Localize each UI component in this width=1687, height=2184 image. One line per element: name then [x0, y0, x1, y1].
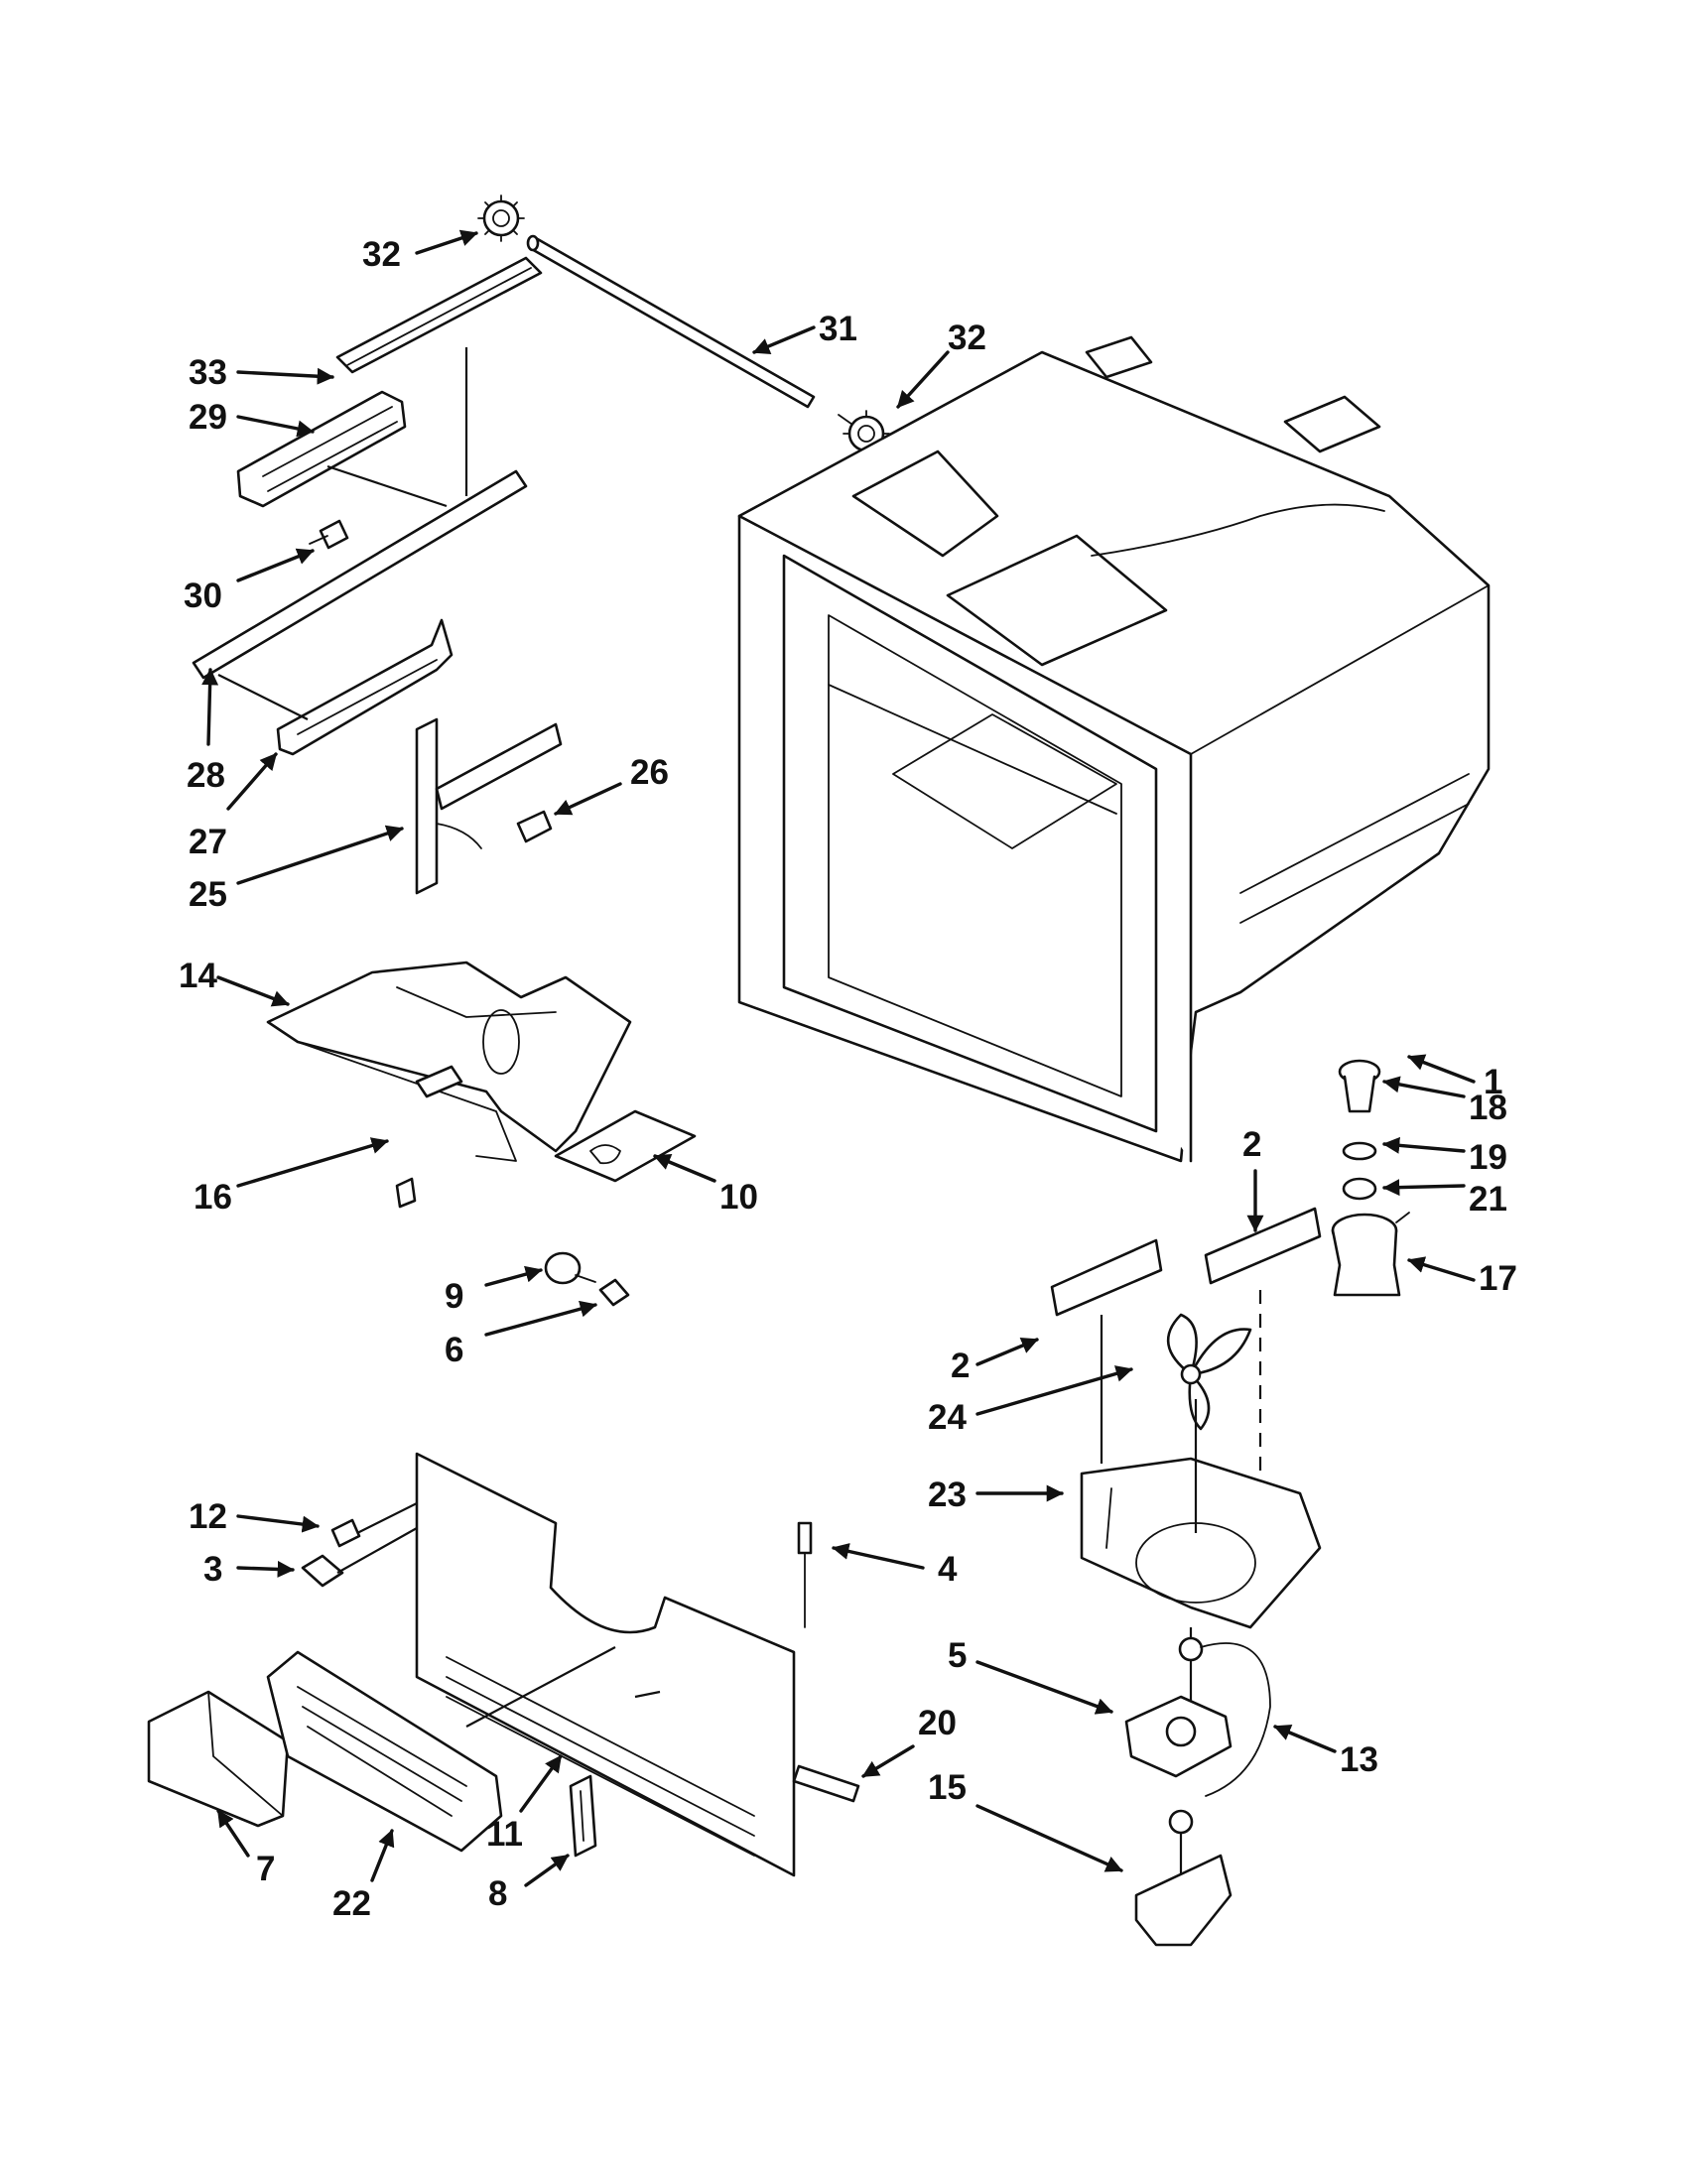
callout-17: 17 — [1479, 1259, 1517, 1298]
part-20-spacer — [792, 1764, 860, 1803]
part-18-drain-cap — [1338, 1059, 1381, 1113]
part-23-fan-shroud — [1080, 1457, 1322, 1629]
callout-1: 1 — [1484, 1063, 1502, 1101]
callout-8: 8 — [488, 1874, 507, 1913]
callout-18: 18 — [1469, 1089, 1507, 1127]
part-26-screw — [516, 810, 553, 843]
fan-alignment-guides — [1100, 1290, 1262, 1533]
part-25-mount-plate — [415, 717, 563, 895]
callout-33: 33 — [189, 353, 227, 392]
part-24-fan-blade — [1166, 1313, 1252, 1431]
callout-16: 16 — [194, 1178, 232, 1217]
part-28-slide-rail — [192, 347, 528, 680]
part-31-shaft — [526, 234, 816, 409]
part-30-screw — [309, 519, 349, 550]
part-2-foam-block-right — [1204, 1207, 1322, 1285]
part-4-thermistor — [797, 1521, 813, 1628]
callout-19: 19 — [1469, 1138, 1507, 1177]
callout-32-right: 32 — [948, 319, 986, 357]
callout-12: 12 — [189, 1497, 227, 1536]
callout-13: 13 — [1340, 1740, 1378, 1779]
callout-7: 7 — [256, 1850, 275, 1888]
callout-leaders — [201, 229, 1476, 1887]
callout-15: 15 — [928, 1768, 967, 1807]
part-6-socket — [598, 1278, 630, 1307]
callout-9: 9 — [445, 1277, 463, 1316]
part-27-slide-bracket — [217, 618, 454, 756]
callout-2-left: 2 — [951, 1347, 970, 1385]
callout-5: 5 — [948, 1636, 967, 1675]
part-7-cover — [147, 1690, 290, 1828]
part-22-grille — [266, 1650, 503, 1853]
callout-29: 29 — [189, 398, 227, 437]
part-9-bulb — [544, 1251, 596, 1285]
part-8-clip — [569, 1774, 597, 1858]
callout-11: 11 — [486, 1815, 523, 1854]
callout-labels: 32 31 32 33 29 30 28 27 26 25 14 16 10 1… — [179, 235, 1517, 1923]
callout-21: 21 — [1469, 1180, 1507, 1219]
callout-2-right: 2 — [1242, 1125, 1261, 1164]
callout-3: 3 — [203, 1550, 222, 1589]
part-12-screw — [330, 1518, 361, 1548]
part-14-air-duct — [266, 961, 632, 1162]
part-13-motor-wire — [1200, 1642, 1271, 1797]
part-3-lamp-socket — [301, 1502, 418, 1588]
part-5-fan-motor — [1124, 1627, 1233, 1778]
part-17-drain-trough — [1331, 1212, 1410, 1297]
part-2-foam-block-left — [1050, 1238, 1163, 1317]
callout-14: 14 — [179, 957, 217, 995]
part-29-bracket — [236, 390, 407, 508]
callout-32-top: 32 — [362, 235, 401, 274]
part-19-o-ring — [1342, 1141, 1377, 1161]
part-1-compartment-liner — [737, 335, 1491, 1163]
callout-26: 26 — [630, 753, 669, 792]
part-33-slide-cover — [335, 256, 543, 374]
callout-24: 24 — [928, 1398, 967, 1437]
callout-4: 4 — [938, 1550, 958, 1589]
rear-panel — [415, 1452, 796, 1877]
callout-22: 22 — [332, 1884, 371, 1923]
callout-6: 6 — [445, 1331, 463, 1369]
callout-25: 25 — [189, 875, 227, 914]
part-32-gear-top — [477, 194, 525, 242]
callout-30: 30 — [184, 577, 222, 615]
callout-27: 27 — [189, 823, 227, 861]
callout-31: 31 — [819, 310, 857, 348]
part-21-washer — [1342, 1177, 1377, 1201]
callout-20: 20 — [918, 1704, 957, 1742]
part-10-gasket — [554, 1109, 697, 1183]
callout-28: 28 — [187, 756, 225, 795]
part-16-clip — [395, 1177, 417, 1209]
callout-10: 10 — [719, 1178, 758, 1217]
part-15-motor-bracket — [1134, 1809, 1233, 1947]
callout-23: 23 — [928, 1476, 967, 1514]
